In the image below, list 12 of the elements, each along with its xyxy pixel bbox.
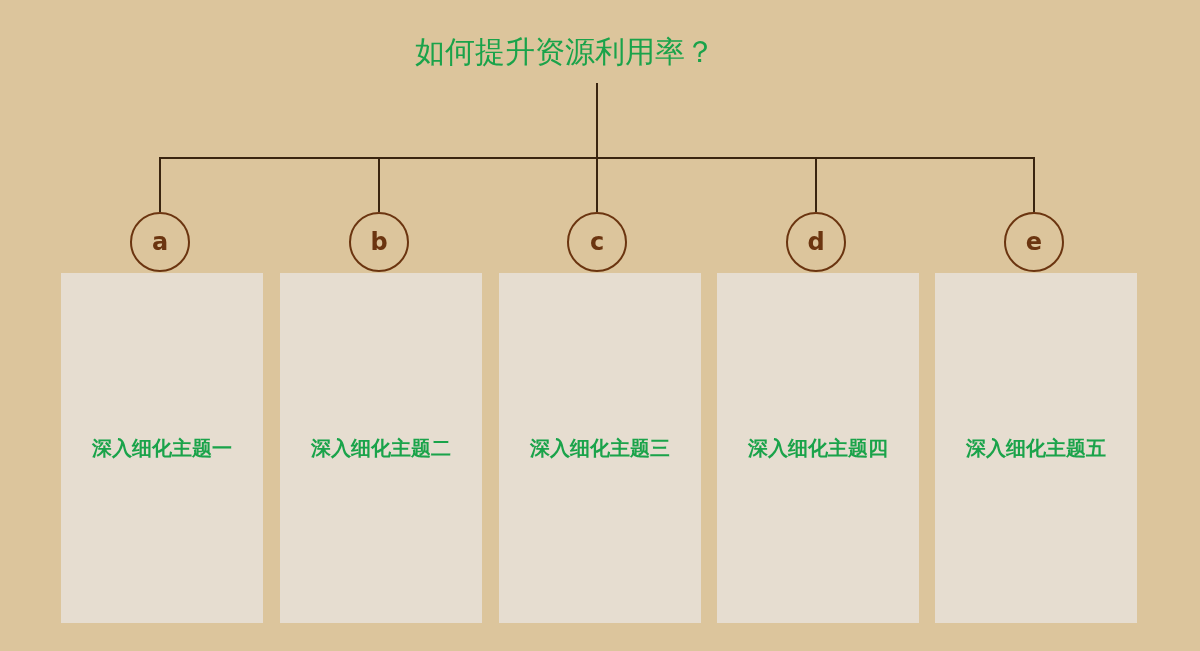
topic-text: 深入细化主题二 bbox=[311, 434, 451, 462]
topic-card bbox=[280, 273, 482, 623]
topic-card bbox=[935, 273, 1137, 623]
topic-text: 深入细化主题五 bbox=[966, 434, 1106, 462]
topic-text: 深入细化主题一 bbox=[92, 434, 232, 462]
topic-card bbox=[717, 273, 919, 623]
topic-text: 深入细化主题四 bbox=[748, 434, 888, 462]
tree-connector bbox=[596, 82, 1035, 213]
topic-card bbox=[61, 273, 263, 623]
topic-card bbox=[499, 273, 701, 623]
topic-text: 深入细化主题三 bbox=[530, 434, 670, 462]
question-heading: 如何提升资源利用率？ bbox=[370, 32, 760, 83]
